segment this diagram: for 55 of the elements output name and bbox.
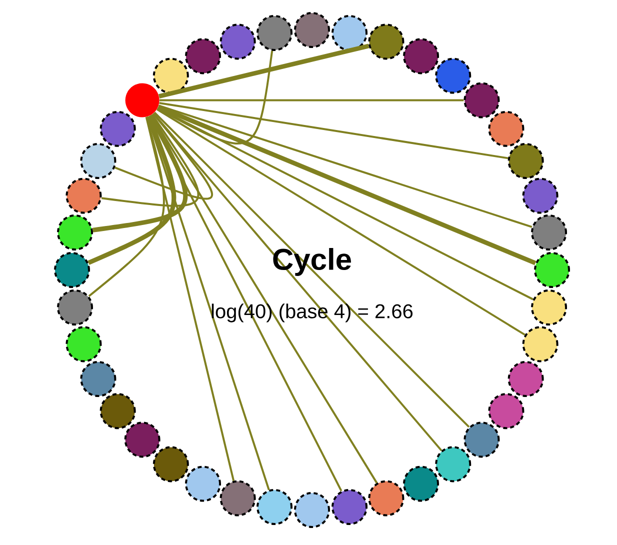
circle-node [464, 422, 500, 458]
circle-node [124, 422, 160, 458]
connector-line [158, 44, 370, 98]
circle-node [57, 214, 93, 250]
circle-node [152, 446, 189, 482]
circle-node [100, 393, 136, 430]
connector-line [156, 108, 526, 336]
circle-node [80, 361, 116, 397]
connector-line [154, 112, 470, 428]
circle-node [488, 393, 524, 430]
connector-line [101, 114, 200, 207]
circle-node [220, 480, 256, 516]
circle-node [522, 178, 558, 214]
circle-node [332, 489, 368, 525]
connector-line [88, 115, 176, 265]
circle-node [332, 15, 368, 51]
connector-line [159, 102, 508, 160]
circle-node [256, 15, 292, 51]
circle-node [152, 58, 189, 94]
circle-node [66, 326, 102, 362]
circle-node [403, 466, 439, 502]
circle-node [435, 446, 472, 482]
circle-node [125, 83, 160, 118]
circle-node [508, 143, 544, 179]
circle-node [185, 38, 221, 74]
circle-node [403, 38, 439, 74]
circle-node [488, 110, 524, 147]
circle-node [57, 290, 93, 326]
connector-line [157, 107, 534, 300]
circle-node [294, 492, 330, 528]
circle-node [531, 290, 568, 326]
connector-line [88, 116, 165, 297]
connector-line [152, 112, 442, 452]
circle-node [534, 252, 570, 288]
connector-line [160, 99, 464, 102]
circle-node [220, 24, 256, 60]
circle-node [531, 214, 568, 250]
circle-node [185, 466, 221, 502]
circle-node [464, 82, 500, 118]
circle-node [100, 110, 136, 147]
connector-line [92, 114, 188, 232]
connector-line [114, 112, 213, 200]
circle-node [508, 361, 544, 397]
circle-node [294, 12, 330, 48]
connector-line [158, 104, 532, 228]
circle-node [368, 480, 404, 516]
circle-node [256, 489, 292, 525]
connector-line [157, 104, 536, 266]
circle-node [66, 178, 102, 214]
circle-node [435, 58, 472, 94]
circle-node [54, 252, 90, 288]
circle-node [522, 326, 558, 362]
circle-node [368, 24, 404, 60]
circle-node [80, 143, 116, 179]
connector-line [145, 116, 235, 482]
